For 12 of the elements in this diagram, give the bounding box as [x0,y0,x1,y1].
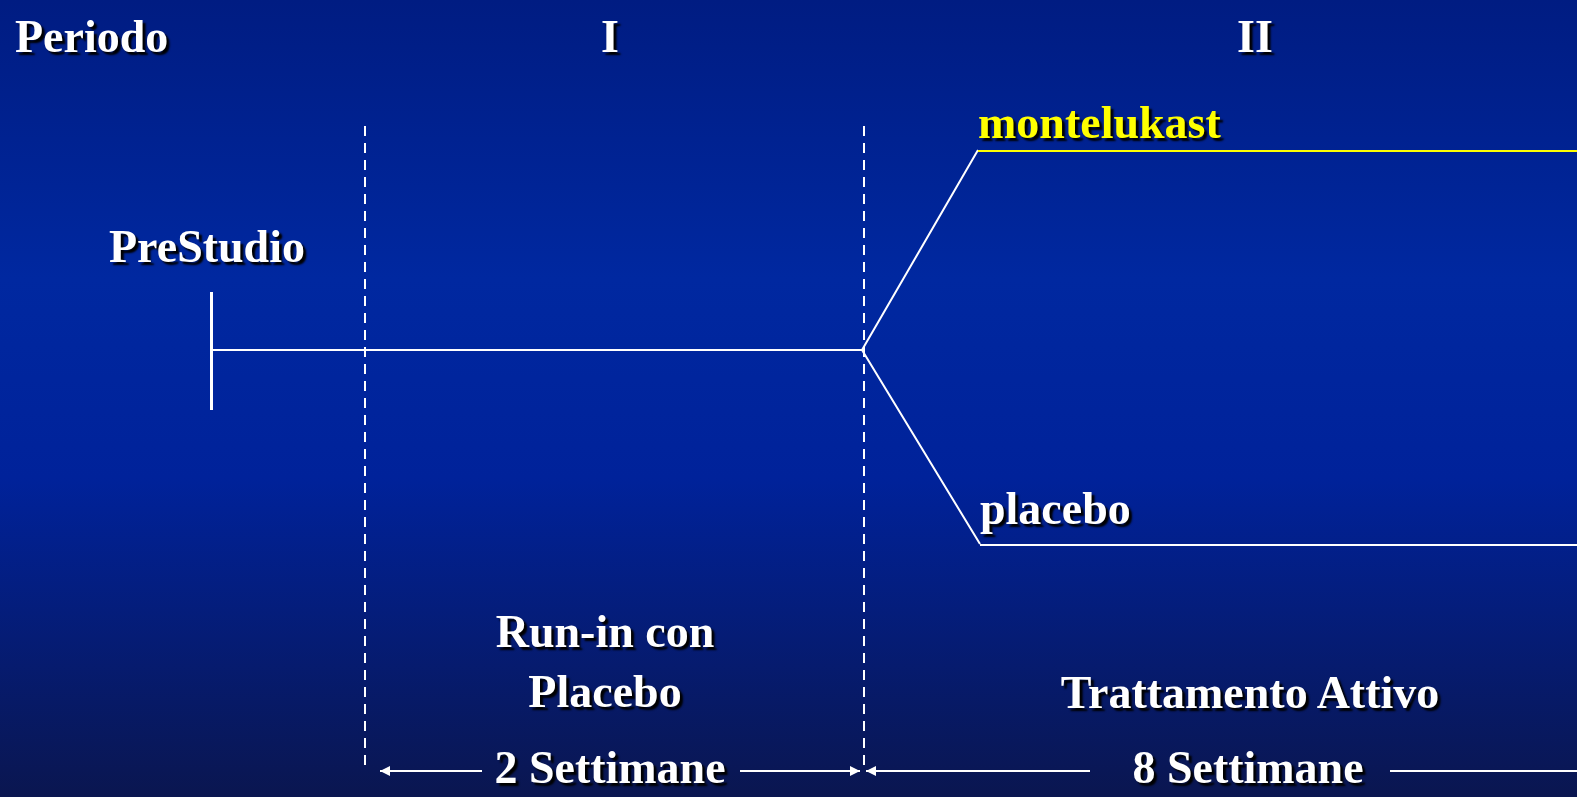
phase-label: Run-in con Placebo [494,605,716,719]
duration-label: 8 Settimane [1132,743,1364,794]
period-label: I [601,12,619,63]
arm-label: montelukast [978,98,1221,149]
period-heading: Periodo [15,12,169,63]
period-label: II [1237,12,1273,63]
duration-label: 2 Settimane [494,743,726,794]
tick-mark [210,292,213,410]
arm-label: placebo [980,484,1131,535]
branch-line [212,349,981,545]
phase-label: Trattamento Attivo [1060,668,1440,719]
timepoint-label: PreStudio [109,222,305,273]
